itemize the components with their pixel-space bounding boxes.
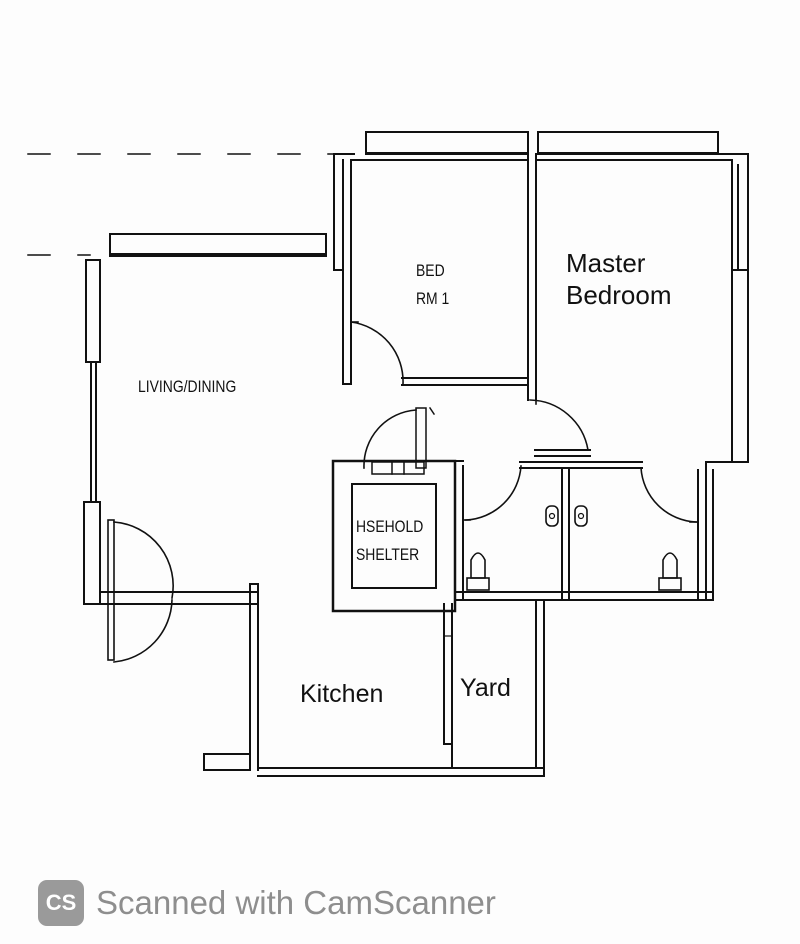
- room-label-yard: Yard: [460, 674, 511, 702]
- room-label-living-dining: LIVING/DINING: [138, 378, 236, 397]
- room-label-shelter-line1: HSEHOLD: [356, 518, 423, 537]
- master-door: [529, 399, 589, 451]
- room-label-master-line1: Master: [566, 248, 646, 278]
- entrance-door: [107, 519, 174, 663]
- room-label-shelter-line2: SHELTER: [356, 546, 419, 565]
- bedroom1-door: [350, 321, 404, 385]
- kitchen-yard-walls: [443, 599, 545, 777]
- watermark-text: Scanned with CamScanner: [96, 884, 496, 921]
- top-windows: [109, 131, 719, 257]
- boundary-dashes: [27, 153, 341, 256]
- household-shelter: [331, 406, 457, 613]
- camscanner-logo: CS: [38, 880, 84, 926]
- room-label-bed-rm1-line2: RM 1: [416, 290, 449, 309]
- bathrooms: [454, 460, 749, 601]
- floor-plan: BED RM 1 Master Bedroom LIVING/DINING HS…: [27, 131, 749, 777]
- camscanner-watermark: CS Scanned with CamScanner: [38, 880, 496, 926]
- room-label-kitchen: Kitchen: [300, 680, 383, 708]
- room-label-master-line2: Bedroom: [566, 280, 672, 310]
- bedroom-walls: [333, 153, 749, 463]
- living-walls: [83, 259, 545, 777]
- room-label-bed-rm1-line1: BED: [416, 262, 445, 281]
